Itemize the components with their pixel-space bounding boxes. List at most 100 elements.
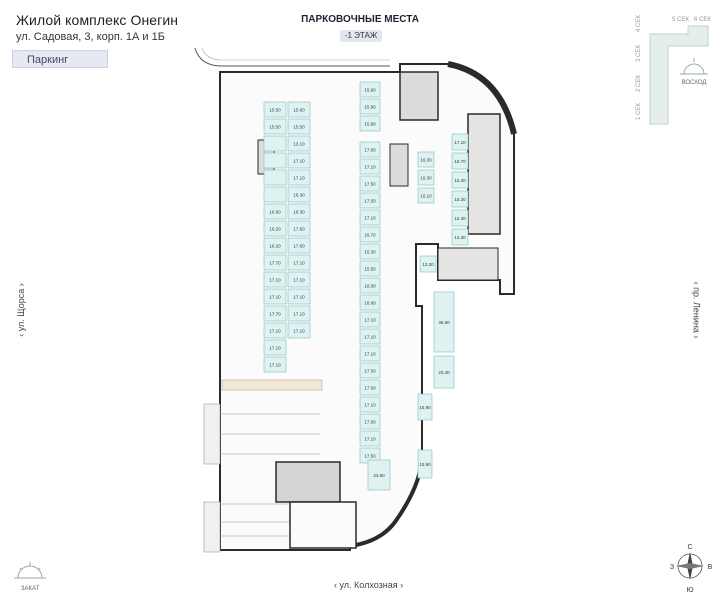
parking-spot-area: 15.90 [419,462,431,467]
parking-spot-lower_right-1[interactable]: 36.60 [433,291,455,353]
parking-spot-area: 17.10 [364,403,376,408]
parking-spot-left_col_a-16[interactable]: 17.10 [263,356,287,373]
parking-spot-area: 17.10 [269,346,281,351]
parking-spot-left_col_a-14[interactable]: 17.10 [263,322,287,339]
parking-spot-area: 17.10 [454,140,466,145]
parking-spot-left_col_a-3[interactable] [263,135,287,152]
parking-spot-left_col_a-2[interactable]: 15.50 [263,118,287,135]
parking-spot-center_col-1[interactable]: 17.60 [359,141,381,158]
parking-spot-center_col-2[interactable]: 17.10 [359,158,381,175]
minimap[interactable]: 4 СЕК 3 СЕК 2 СЕК 1 СЕК 5 СЕК 6 СЕК ВОСХ… [628,12,724,136]
parking-spot-left_col_a-12[interactable]: 17.10 [263,288,287,305]
parking-spot-mid_small-3[interactable]: 16.10 [417,187,435,204]
parking-spot-right_col-3[interactable]: 15.30 [451,171,469,189]
parking-spot-center_col-11[interactable]: 17.10 [359,311,381,328]
parking-spot-left_col_a-9[interactable]: 16.20 [263,237,287,254]
parking-spot-center_top-3[interactable]: 15.90 [359,115,381,132]
parking-spot-area: 17.50 [364,369,376,374]
parking-spot-center_col-9[interactable]: 16.00 [359,277,381,294]
parking-spot-area: 16.00 [364,301,376,306]
parking-spot-left_col_a-7[interactable]: 16.60 [263,203,287,220]
exit-ramp-left [203,501,221,553]
parking-spot-area: 17.60 [293,227,305,232]
street-bottom-name: ул. Колхозная [339,580,398,590]
floor-selector[interactable]: -1 ЭТАЖ [340,30,382,42]
ramp-road [194,47,390,67]
parking-spot-area: 16.60 [269,210,281,215]
parking-spot-left_col_b-6[interactable]: 16.30 [287,186,311,203]
parking-spot-left_col_a-8[interactable]: 16.20 [263,220,287,237]
parking-spot-area: 17.70 [269,261,281,266]
parking-spot-left_col_b-10[interactable]: 17.10 [287,254,311,271]
parking-spot-left_col_a-1[interactable]: 15.50 [263,101,287,118]
parking-spot-center_top-2[interactable]: 15.90 [359,98,381,115]
parking-spot-right_col-5[interactable]: 15.30 [451,209,469,227]
parking-spot-area: 17.50 [364,182,376,187]
parking-spot-right_small-1[interactable]: 13.30 [419,255,437,273]
parking-spot-center_col-7[interactable]: 15.30 [359,243,381,260]
parking-spot-left_col_b-2[interactable]: 15.50 [287,118,311,135]
parking-spot-left_col_b-12[interactable]: 17.10 [287,288,311,305]
parking-spot-right_col-1[interactable]: 17.10 [451,133,469,151]
parking-spot-area: 36.60 [438,320,450,325]
parking-spot-lower_right-2[interactable]: 23.40 [433,355,455,389]
parking-spot-center_col-3[interactable]: 17.50 [359,175,381,192]
parking-spot-center_col-8[interactable]: 15.50 [359,260,381,277]
parking-spot-right_col-4[interactable]: 15.30 [451,190,469,208]
parking-spot-mid_small-2[interactable]: 16.30 [417,169,435,186]
parking-spot-center_col-13[interactable]: 17.10 [359,345,381,362]
complex-address: ул. Садовая, 3, корп. 1А и 1Б [16,31,165,43]
curved-wall [447,61,517,135]
parking-spot-left_col_a-11[interactable]: 17.10 [263,271,287,288]
parking-spot-area: 17.10 [364,335,376,340]
parking-spot-left_col_a-5[interactable] [263,169,287,186]
parking-spot-left_col_a-10[interactable]: 17.70 [263,254,287,271]
parking-spot-left_col_b-9[interactable]: 17.60 [287,237,311,254]
parking-spot-left_col_b-8[interactable]: 17.60 [287,220,311,237]
technical-room [275,461,341,503]
parking-spot-center_col-12[interactable]: 17.10 [359,328,381,345]
parking-spot-area: 17.10 [364,216,376,221]
parking-spot-left_col_b-14[interactable]: 17.10 [287,322,311,339]
parking-spot-left_col_a-6[interactable] [263,186,287,203]
parking-spot-center_col-6[interactable]: 16.70 [359,226,381,243]
street-left-label: ‹ ул. Щорса › [16,283,26,337]
parking-spot-lower_right-5[interactable]: 23.60 [367,459,391,491]
parking-spot-left_col_b-5[interactable]: 17.10 [287,169,311,186]
parking-spot-center_col-16[interactable]: 17.10 [359,396,381,413]
parking-spot-center_col-4[interactable]: 17.50 [359,192,381,209]
parking-spot-center_col-18[interactable]: 17.10 [359,430,381,447]
parking-spot-left_col_b-3[interactable]: 13.10 [287,135,311,152]
parking-spot-lower_right-4[interactable]: 15.90 [417,449,433,479]
parking-spot-area: 15.30 [454,216,466,221]
parking-spot-center_col-17[interactable]: 17.50 [359,413,381,430]
parking-spot-left_col_b-7[interactable]: 16.30 [287,203,311,220]
parking-spot-left_col_a-4[interactable] [263,152,287,169]
parking-spot-left_col_a-15[interactable]: 17.10 [263,339,287,356]
parking-spot-right_col-2[interactable]: 15.70 [451,152,469,170]
parking-spot-center_col-10[interactable]: 16.00 [359,294,381,311]
parking-spot-lower_right-3[interactable]: 15.90 [417,393,433,421]
parking-spot-left_col_b-11[interactable]: 17.10 [287,271,311,288]
parking-spot-center_col-15[interactable]: 17.50 [359,379,381,396]
parking-spot-left_col_b-13[interactable]: 17.10 [287,305,311,322]
parking-spot-area: 17.70 [269,312,281,317]
parking-spot-left_col_b-1[interactable]: 15.60 [287,101,311,118]
parking-spot-area: 17.60 [293,244,305,249]
parking-spot-left_col_a-13[interactable]: 17.70 [263,305,287,322]
parking-spot-center_top-1[interactable]: 15.90 [359,81,381,98]
sunrise-icon: ВОСХОД [680,58,708,86]
complex-title: Жилой комплекс Онегин [16,12,179,28]
parking-spot-center_col-14[interactable]: 17.50 [359,362,381,379]
tab-parking[interactable]: Паркинг [12,50,108,68]
parking-spot-center_col-5[interactable]: 17.10 [359,209,381,226]
parking-spot-area: 17.50 [364,454,376,459]
parking-spot-left_col_b-4[interactable]: 17.10 [287,152,311,169]
parking-spot-area: 17.60 [364,148,376,153]
street-right-arrow-down: › [691,332,702,339]
parking-spot-right_col-6[interactable]: 13.30 [451,228,469,246]
parking-spot-mid_small-1[interactable]: 16.30 [417,151,435,168]
floor-plan: 15.5015.5016.6016.2016.2017.7017.1017.10… [194,47,517,553]
parking-spot-area: 16.30 [420,176,432,181]
parking-spot-area: 17.10 [269,295,281,300]
